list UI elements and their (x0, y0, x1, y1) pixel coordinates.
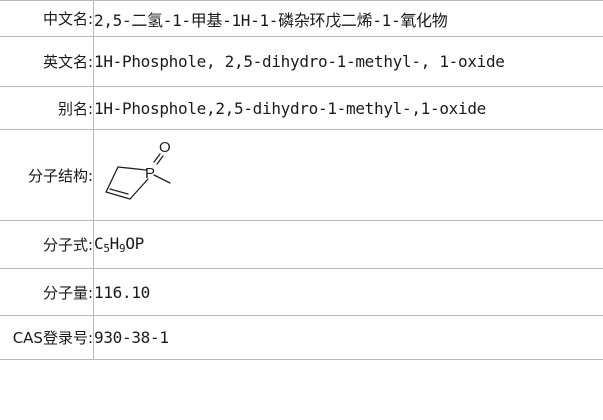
bond-p-c2 (117, 166, 147, 171)
formula-c: C (94, 234, 104, 253)
cas-label: CAS登录号: (0, 315, 94, 360)
english-name-label: 英文名: (0, 36, 94, 87)
structure-cell: P O (93, 129, 603, 221)
formula-label: 分子式: (0, 220, 94, 269)
row-english-name: 英文名: 1H-Phosphole, 2,5-dihydro-1-methyl-… (0, 36, 603, 87)
bond-p-o-double (156, 155, 164, 165)
row-structure: 分子结构: P O (0, 129, 603, 221)
bond-c4-c5 (129, 178, 149, 200)
chinese-name-value: 2,5-二氢-1-甲基-1H-1-磷杂环戊二烯-1-氧化物 (93, 0, 603, 37)
formula-c-count: 5 (103, 242, 110, 255)
bond-p-o (153, 153, 161, 163)
english-name-value: 1H-Phosphole, 2,5-dihydro-1-methyl-, 1-o… (93, 36, 603, 87)
bond-c3-c4 (105, 191, 131, 200)
compound-properties-table: 中文名: 2,5-二氢-1-甲基-1H-1-磷杂环戊二烯-1-氧化物 英文名: … (0, 0, 603, 360)
formula-rest: OP (125, 234, 145, 253)
atom-oxygen: O (159, 139, 170, 156)
row-weight: 分子量: 116.10 (0, 268, 603, 316)
bond-c3-c4-double (109, 188, 129, 195)
bond-p-methyl (153, 174, 171, 184)
cas-value: 930-38-1 (93, 315, 603, 360)
bond-c2-c3 (105, 166, 119, 193)
structure-label: 分子结构: (0, 129, 94, 221)
formula-h-count: 9 (119, 242, 126, 255)
alias-value: 1H-Phosphole,2,5-dihydro-1-methyl-,1-oxi… (93, 86, 603, 130)
row-formula: 分子式: C5H9OP (0, 220, 603, 269)
weight-label: 分子量: (0, 268, 94, 316)
row-chinese-name: 中文名: 2,5-二氢-1-甲基-1H-1-磷杂环戊二烯-1-氧化物 (0, 0, 603, 37)
molecule-structure-image: P O (105, 139, 171, 200)
row-alias: 别名: 1H-Phosphole,2,5-dihydro-1-methyl-,1… (0, 86, 603, 130)
formula-value: C5H9OP (93, 220, 603, 269)
atom-phosphorus: P (145, 165, 155, 182)
formula-h: H (109, 234, 120, 253)
weight-value: 116.10 (93, 268, 603, 316)
chinese-name-label: 中文名: (0, 0, 94, 37)
alias-label: 别名: (0, 86, 94, 130)
row-cas: CAS登录号: 930-38-1 (0, 315, 603, 360)
